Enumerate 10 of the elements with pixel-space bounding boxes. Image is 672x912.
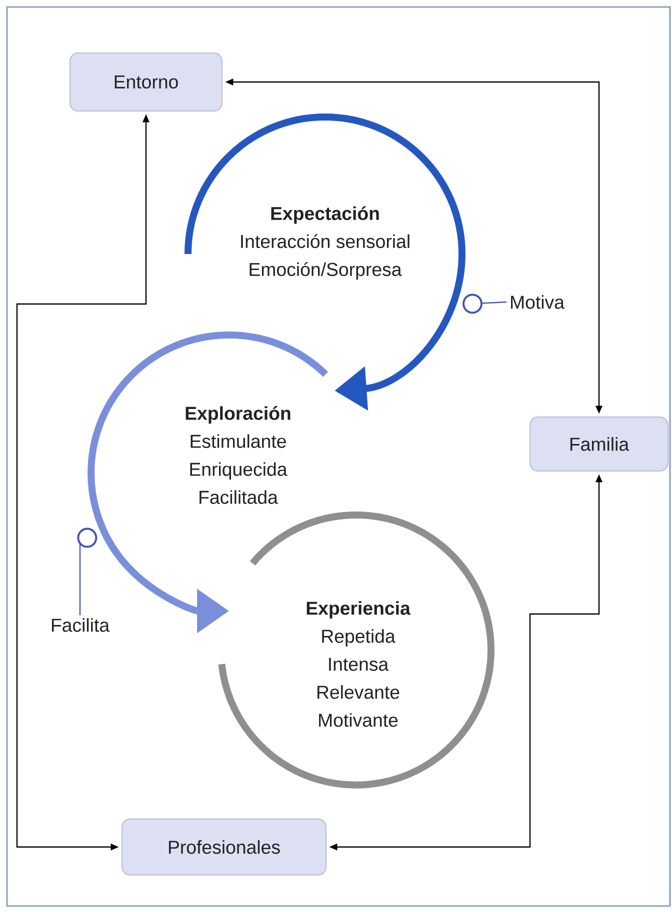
stage-text: Exploración Estimulante Enriquecida Facilitada (186, 406, 290, 504)
category-box: Profesionales (121, 818, 327, 876)
category-box: Entorno (69, 52, 223, 112)
cycle-arrow (184, 114, 466, 411)
callout-label: Facilita (52, 618, 110, 632)
leader-line (77, 528, 98, 616)
leader-line (462, 294, 507, 314)
category-box: Familia (529, 416, 669, 472)
stage-text: Expectación Interacción sensorial Emoción/Sorpresa (241, 206, 410, 280)
callout-label: Motiva (511, 295, 564, 309)
